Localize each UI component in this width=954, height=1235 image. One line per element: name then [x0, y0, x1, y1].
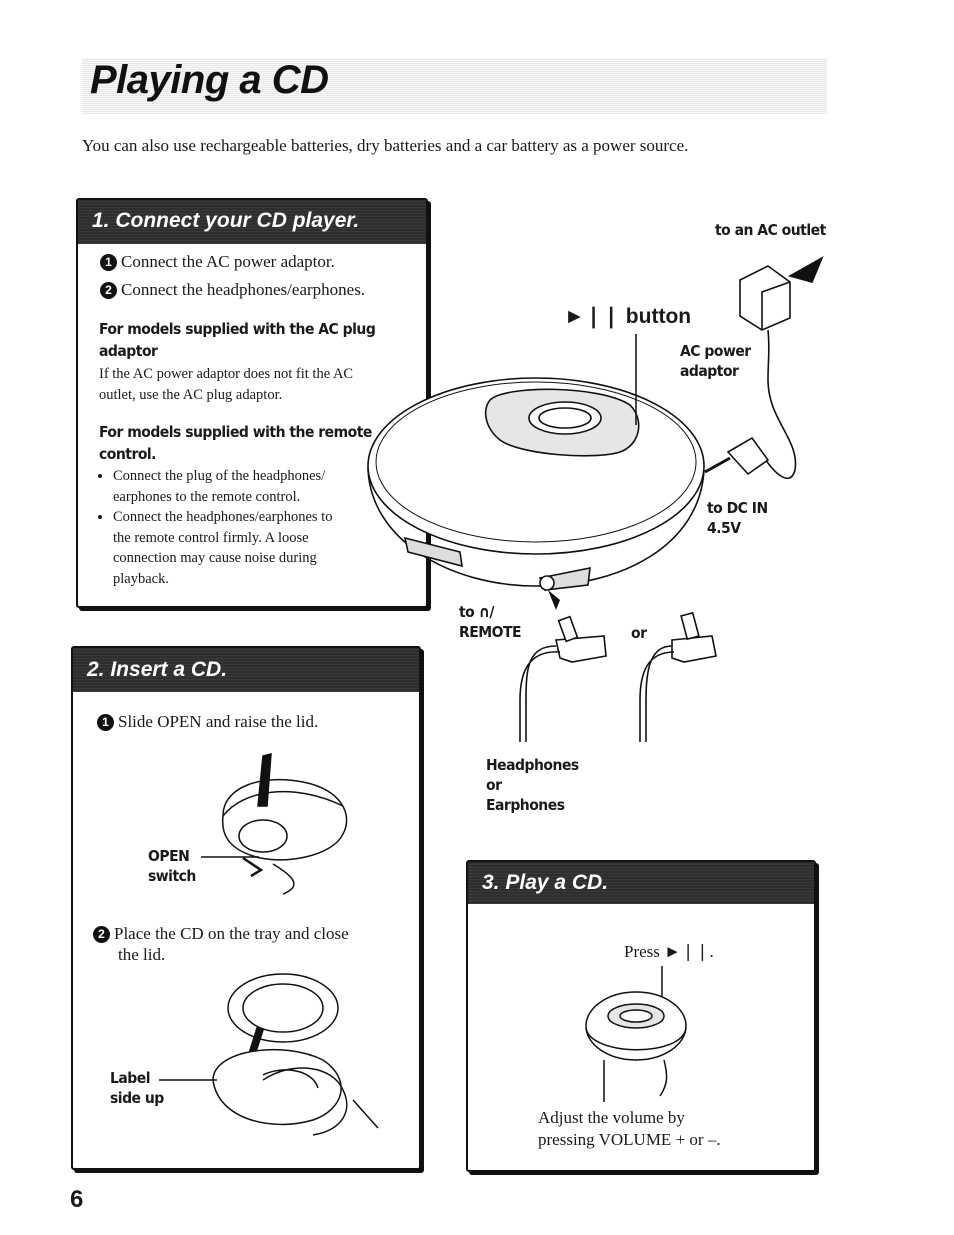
step-number-badge: 2 — [100, 282, 117, 299]
step-number-badge: 1 — [97, 714, 114, 731]
section3-header: 3. Play a CD. — [468, 862, 814, 904]
note2-heading-line1: For models supplied with the remote — [99, 423, 372, 441]
open-lid-illustration — [221, 753, 348, 895]
label-side-up-line2: side up — [110, 1089, 164, 1107]
earphones-plug-illustration — [639, 611, 717, 742]
to-dc-in-line1: to DC IN — [707, 499, 768, 517]
bullet-line: playback. — [113, 570, 169, 587]
note1-body-line1: If the AC power adaptor does not fit the… — [99, 366, 354, 382]
to-remote-line1: to ∩/ — [459, 603, 495, 621]
step-text: Connect the headphones/earphones. — [121, 280, 366, 299]
bullet-line: Connect the headphones/earphones to — [113, 509, 333, 525]
note1-body: If the AC power adaptor does not fit the… — [99, 364, 353, 406]
play-pause-button-label: ►❘❘ button — [564, 305, 692, 328]
or-label-2: or — [486, 776, 502, 794]
headphones-earphones-label: Headphones or Earphones — [486, 755, 579, 815]
note1-heading: For models supplied with the AC plug ada… — [99, 318, 376, 362]
note1-heading-line1: For models supplied with the AC plug — [99, 320, 376, 338]
cd-player-illustration — [367, 377, 705, 591]
label-side-up-label: Label side up — [110, 1068, 164, 1108]
bullet-line: the remote control firmly. A loose — [113, 529, 309, 546]
remote-plug-arrow — [548, 590, 560, 610]
to-remote-line2: REMOTE — [459, 623, 522, 641]
or-label: or — [631, 624, 647, 642]
to-ac-outlet-label: to an AC outlet — [715, 221, 826, 239]
step-text: Connect the AC power adaptor. — [121, 252, 335, 271]
adjust-volume-line2: pressing VOLUME + or –. — [538, 1130, 721, 1149]
adjust-volume-text: Adjust the volume by pressing VOLUME + o… — [538, 1107, 721, 1151]
open-switch-label: OPEN switch — [148, 846, 196, 886]
step-text: Slide OPEN and raise the lid. — [118, 712, 319, 731]
to-dc-in-line2: 4.5V — [707, 519, 741, 537]
note2-bullets: Connect the plug of the headphones/ earp… — [99, 466, 403, 589]
title-band — [82, 58, 827, 114]
section3-panel: 3. Play a CD. Press ►❘❘. Adjust the volu… — [466, 860, 816, 1172]
intro-text: You can also use rechargeable batteries,… — [82, 136, 689, 155]
note2-heading-line2: control. — [99, 445, 156, 463]
bullet-line: earphones to the remote control. — [113, 488, 301, 505]
ac-power-label: AC power adaptor — [680, 341, 751, 381]
note2-bullet: Connect the plug of the headphones/ earp… — [113, 466, 403, 507]
ac-power-line2: adaptor — [680, 362, 739, 380]
to-dc-in-label: to DC IN 4.5V — [707, 498, 768, 538]
ac-power-line1: AC power — [680, 342, 751, 360]
section1-header: 1. Connect your CD player. — [78, 200, 426, 244]
place-cd-illustration — [212, 973, 379, 1136]
press-play-illustration — [585, 966, 687, 1102]
note2-heading: For models supplied with the remote cont… — [99, 421, 372, 465]
to-remote-label: to ∩/ REMOTE — [459, 602, 522, 642]
note1-heading-line2: adaptor — [99, 342, 158, 360]
open-switch-line2: switch — [148, 867, 196, 885]
bullet-line: connection may cause noise during — [113, 550, 317, 566]
section2-header: 2. Insert a CD. — [73, 648, 419, 692]
headphones-plug-illustration — [519, 615, 607, 742]
note2-bullet: Connect the headphones/earphones to the … — [113, 507, 403, 589]
label-side-up-line1: Label — [110, 1069, 151, 1087]
step-number-badge: 1 — [100, 254, 117, 271]
note1-body-line2: outlet, use the AC plug adaptor. — [99, 387, 283, 403]
open-switch-leader — [201, 856, 259, 858]
ac-adaptor-illustration — [704, 256, 824, 479]
adjust-volume-line1: Adjust the volume by — [538, 1108, 685, 1127]
headphones-label: Headphones — [486, 756, 579, 774]
press-play-text: Press ►❘❘. — [624, 942, 714, 961]
section3-heading: 3. Play a CD. — [482, 871, 609, 894]
earphones-label: Earphones — [486, 796, 565, 814]
page-title: Playing a CD — [90, 58, 329, 102]
step-number-badge: 2 — [93, 926, 110, 943]
page-number: 6 — [70, 1186, 84, 1213]
step-text-line2: the lid. — [118, 945, 166, 964]
open-switch-line1: OPEN — [148, 847, 190, 865]
step-text-line1: Place the CD on the tray and close — [114, 924, 349, 943]
bullet-line: Connect the plug of the headphones/ — [113, 468, 326, 484]
section2-heading: 2. Insert a CD. — [87, 658, 228, 681]
label-side-up-leader — [159, 1079, 217, 1081]
section1-heading: 1. Connect your CD player. — [92, 209, 360, 232]
